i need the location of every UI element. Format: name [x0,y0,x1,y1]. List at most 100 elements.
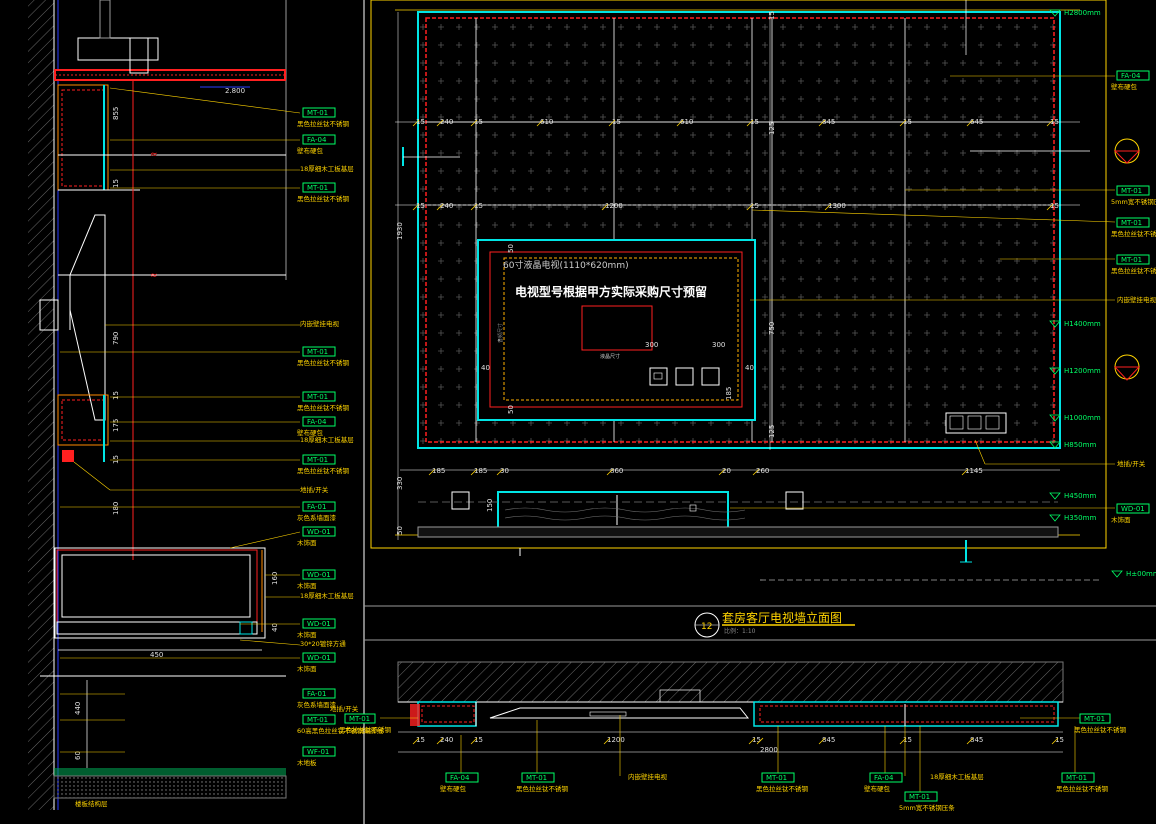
right_tags-tag-code: MT-01 [1121,256,1142,264]
svg-text:300: 300 [645,341,658,349]
bottom_tags-tag-box [869,772,903,783]
bottom-tag-leaders [380,715,1080,795]
tv-niche-sockets [649,367,720,386]
svg-text:40: 40 [481,364,490,372]
left_tags-tag-note: 30*20镀锌方通 [300,639,346,648]
left_tags-tag-box [302,346,336,357]
right_tags-tag-note: 地插/开关 [1117,459,1146,468]
elevation-levels: H2800mmH1400mmH1200mmH1000mmH850mmH450mm… [1049,9,1156,578]
svg-text:790: 790 [112,332,120,345]
level-label: H1200mm [1064,367,1101,375]
left_tags-tag-code: MT-01 [307,184,328,192]
bottom_tags-tag-box [521,772,555,783]
svg-text:185: 185 [725,387,733,400]
right_tags-tag-note: 木饰面 [1111,515,1131,524]
right_tags-tag-code: WD-01 [1121,505,1145,513]
left_tags-tag-note: 木饰面 [297,538,317,547]
bottom_tags-tag-box [761,772,795,783]
left_tags-tag-note: 内嵌壁挂电视 [300,319,340,328]
svg-text:440: 440 [74,702,82,715]
dims_mid_row-value: 1200 [605,202,623,210]
bottom_side_tags-tag-note: 黑色拉丝钛不锈钢 [339,725,392,734]
left_tags-tag-code: MT-01 [307,393,328,401]
left_tags-tag-code: FA-01 [307,503,326,511]
left_tags-tag-note: 木饰面 [297,630,317,639]
left_tags-tag-box [302,107,336,118]
svg-text:175: 175 [112,419,120,432]
bottom_side_tags-tag-note: 黑色拉丝钛不锈钢 [1074,725,1127,734]
left_tags-tag-code: MT-01 [307,716,328,724]
bottom_tags-tag-code: FA-04 [450,774,470,782]
left_tags-tag-box [302,416,336,427]
svg-text:音频尺寸: 音频尺寸 [497,323,504,343]
left_tags-tag-box [302,134,336,145]
level-marker [1049,414,1061,422]
dims_mid_row-value: 15 [416,202,425,210]
right_tags-tag-note: 黑色拉丝钛不锈钢 [1111,266,1156,275]
dims_mid_row-value: 240 [440,202,453,210]
level-label: H1000mm [1064,414,1101,422]
dims_cab_row-value: 20 [722,467,731,475]
bottom_tags-tag-note: 18厚细木工板基层 [930,772,984,781]
bottom_side_tags-tag-code: MT-01 [1084,715,1105,723]
tv-note: 电视型号根据甲方实际采购尺寸预留 [515,284,707,299]
bottom_tags-tag-note: 5mm宽不锈钢压条 [899,803,955,812]
dims_bottom-value: 1200 [607,736,625,744]
svg-text:300: 300 [712,341,725,349]
bottom_tags-tag-note: 内嵌壁挂电视 [628,772,668,781]
drawing-title-block: 12 套房客厅电视墙立面图 比例：1:10 [694,610,855,638]
right_tags-tag-code: FA-04 [1121,72,1141,80]
right_tags-tag-note: 5mm宽不锈钢压条 [1111,197,1156,206]
bottom_tags-tag-note: 黑色拉丝钛不锈钢 [1056,784,1109,793]
left_tags-tag-box [302,746,336,757]
drawing-title: 套房客厅电视墙立面图 [722,610,842,625]
svg-text:60: 60 [74,751,82,760]
left_tags-tag: WD-01 木饰面 [297,526,336,547]
level-marker [1049,492,1061,500]
svg-text:15: 15 [112,455,120,464]
left_tags-tag-note: 黑色拉丝钛不锈钢 [297,194,350,203]
right_tags-tag-box [1116,217,1150,228]
right-tag-leaders [730,75,1116,509]
left_tags-tag-code: FA-01 [307,690,326,698]
dims_cab_row-value: 860 [610,467,623,475]
left_tags-tag-box [302,501,336,512]
bottom_tags-tag-code: FA-04 [874,774,894,782]
svg-text:855: 855 [112,107,120,120]
left_tags-tag-code: MT-01 [307,456,328,464]
dims_cab_row-value: 1145 [965,467,983,475]
dims_bottom-value: 845 [970,736,983,744]
left_tags-tag-note: 18厚细木工板基层 [300,164,354,173]
right_tags-tag-code: MT-01 [1121,219,1142,227]
left_tags-tag-code: WD-01 [307,528,331,536]
bottom_tags-tag-code: MT-01 [766,774,787,782]
level-marker [1049,320,1061,328]
left_tags-tag-box [302,526,336,537]
bottom_tags-tag-note: 黑色拉丝钛不锈钢 [516,784,569,793]
drawing-number: 12 [701,622,712,632]
right-tags: FA-04壁布硬包MT-015mm宽不锈钢压条MT-01黑色拉丝钛不锈钢MT-0… [1111,70,1156,524]
left_tags-tag-note: 地插/开关 [300,485,329,494]
right_tags-tag-box [1116,70,1150,81]
right_tags-tag-code: MT-01 [1121,187,1142,195]
level-label: H450mm [1064,492,1096,500]
right_tags-tag-box [1116,503,1150,514]
svg-text:150: 150 [486,499,494,512]
svg-text:50: 50 [507,405,515,414]
right_tags-tag: MT-01 5mm宽不锈钢压条 [1111,185,1156,206]
dims_bottom-value: 240 [440,736,453,744]
left_tags-tag-note: 黑色拉丝钛不锈钢 [297,119,350,128]
svg-text:≈: ≈ [150,150,158,160]
dims_bottom-value: 15 [752,736,761,744]
svg-text:330: 330 [396,477,404,490]
